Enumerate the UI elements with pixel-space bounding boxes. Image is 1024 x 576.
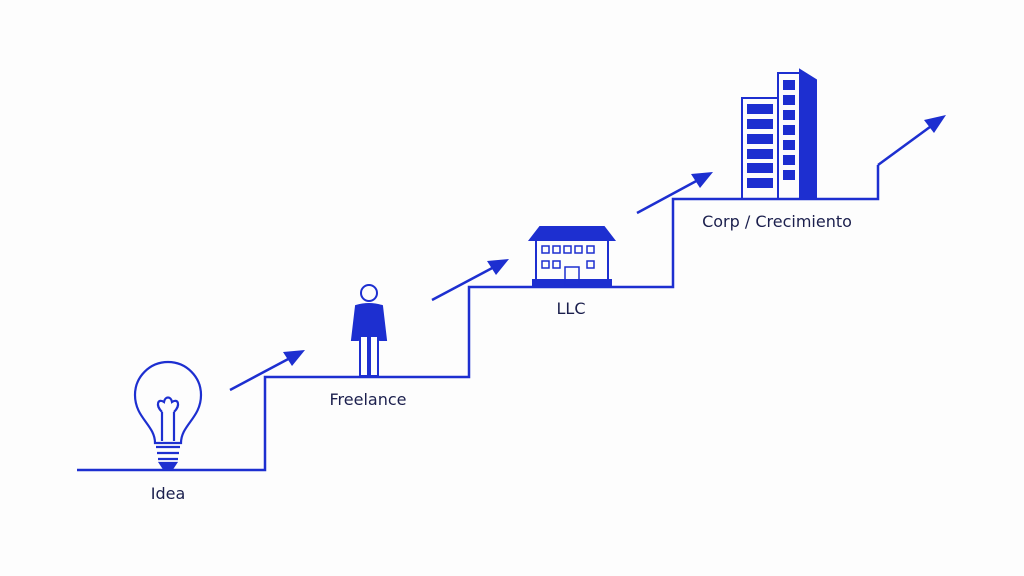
office-buildings-icon [741,68,817,200]
lightbulb-icon [133,360,203,471]
step-label-corp: Corp / Crecimiento [702,212,852,231]
arrow-up-right-icon [229,350,305,392]
arrow-up-right-icon [636,172,713,215]
step-label-idea: Idea [150,484,186,503]
arrow-up-right-icon [877,115,946,167]
step-label-llc: LLC [556,299,586,318]
staircase-line [77,165,880,472]
house-icon [527,226,617,287]
person-icon [350,284,388,377]
step-label-freelance: Freelance [329,390,407,409]
arrow-up-right-icon [431,259,509,302]
